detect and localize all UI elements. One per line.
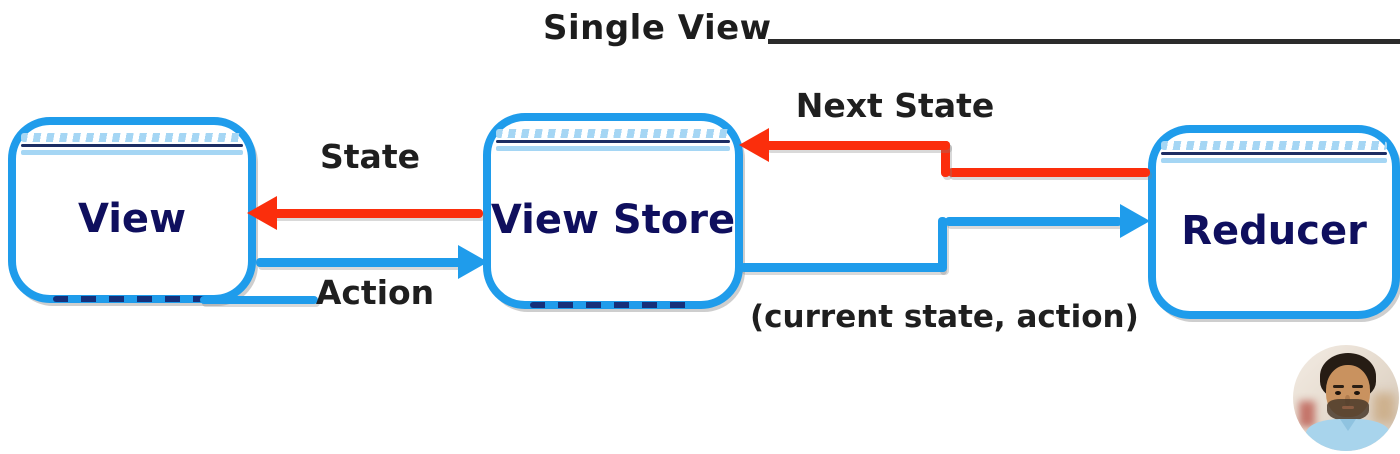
accent-navy-line (21, 144, 243, 147)
avatar-background-blob (1299, 401, 1315, 427)
node-reducer: Reducer (1148, 125, 1400, 319)
accent-hatch (1161, 141, 1387, 150)
avatar-brow (1333, 385, 1344, 388)
arrow-next-state-head-left-icon (739, 128, 769, 162)
node-bottom-dashes (530, 302, 696, 308)
diagram-title: Single View (543, 8, 772, 48)
node-reducer-label: Reducer (1181, 208, 1367, 254)
arrow-next-state-segment-left (765, 141, 950, 150)
avatar-beard (1327, 399, 1369, 421)
arrow-current-state-head-right-icon (1120, 204, 1150, 238)
node-view-label: View (77, 196, 187, 242)
arrow-next-state-segment-step (941, 141, 950, 177)
arrow-current-state-segment-left (740, 263, 945, 272)
arrow-state-line (265, 209, 483, 218)
accent-navy-line (496, 140, 730, 143)
arrow-current-state-label: (current state, action) (750, 299, 1139, 335)
accent-hatch (496, 129, 730, 138)
title-underline (768, 39, 1400, 44)
avatar-eye (1354, 391, 1360, 395)
avatar-eye (1335, 391, 1341, 395)
arrow-current-state-segment-right (945, 217, 1122, 226)
node-view: View (8, 117, 256, 303)
arrow-state-label: State (320, 137, 420, 176)
node-top-accent-band (496, 129, 730, 153)
arrow-action-head-right-icon (458, 245, 488, 279)
node-view-store: View Store (483, 113, 743, 309)
avatar-brow (1352, 385, 1363, 388)
arrow-action-label: Action (315, 273, 435, 312)
accent-hatch (21, 133, 243, 142)
node-top-accent-band (21, 133, 243, 157)
arrow-next-state-segment-right (948, 168, 1150, 177)
presenter-avatar (1293, 345, 1399, 451)
accent-navy-line (1161, 152, 1387, 155)
node-view-store-label: View Store (490, 197, 736, 243)
view-bottom-overdraw-stroke (200, 296, 318, 304)
accent-light-line (496, 146, 730, 151)
accent-light-line (1161, 158, 1387, 163)
node-top-accent-band (1161, 141, 1387, 165)
arrow-state-head-left-icon (247, 196, 277, 230)
node-bottom-dashes (53, 296, 211, 302)
accent-light-line (21, 150, 243, 155)
avatar-background-blob (1373, 393, 1395, 423)
arrow-current-state-segment-step (938, 217, 947, 272)
arrow-next-state-label: Next State (795, 86, 995, 125)
arrow-action-line (256, 258, 462, 267)
avatar-mouth (1342, 406, 1354, 409)
